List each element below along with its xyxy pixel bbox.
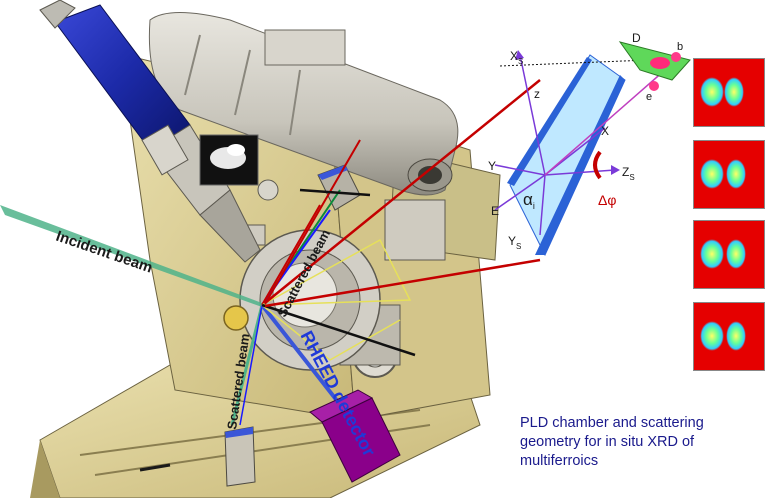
lower-detector <box>139 426 256 487</box>
ys-label: YS <box>508 234 521 251</box>
caption-line-2: geometry for in situ XRD of <box>520 434 695 450</box>
y-label: Y <box>488 159 496 173</box>
rsm-panel-4 <box>693 302 765 371</box>
sample-flange <box>223 305 249 331</box>
beams <box>0 79 541 432</box>
sample-plane <box>507 54 626 257</box>
caption-line-3: multiferroics <box>520 453 599 469</box>
b-label: b <box>677 41 683 53</box>
x-label: X <box>601 124 609 138</box>
alpha-label: αi <box>523 190 535 211</box>
upper-chamber <box>148 12 459 196</box>
e-small-label: e <box>646 91 652 103</box>
zs-label: ZS <box>622 165 635 182</box>
e-label: E <box>491 204 499 218</box>
rsm-panel-3 <box>693 220 765 289</box>
geometry-axes <box>494 50 666 236</box>
delta-phi-label: Δφ <box>598 192 616 208</box>
rsm-panel-1 <box>693 58 765 127</box>
incident-beam-label: Incident beam <box>54 228 155 277</box>
geometry-text-labels: XS z X Y ZS YS E αi Δφ D b e <box>488 31 683 251</box>
inset-photo <box>199 134 259 186</box>
reciprocal-diamond <box>618 41 691 91</box>
caption-line-1: PLD chamber and scattering <box>520 415 704 431</box>
rsm-panel-2 <box>693 140 765 209</box>
central-chamber <box>239 229 381 371</box>
d-label: D <box>632 31 641 45</box>
figure-caption: PLD chamber and scattering geometry for … <box>520 414 760 471</box>
laser-tube <box>39 0 261 263</box>
z-label: z <box>534 87 540 101</box>
xs-label: XS <box>510 49 523 66</box>
rheed-detector <box>309 389 401 483</box>
